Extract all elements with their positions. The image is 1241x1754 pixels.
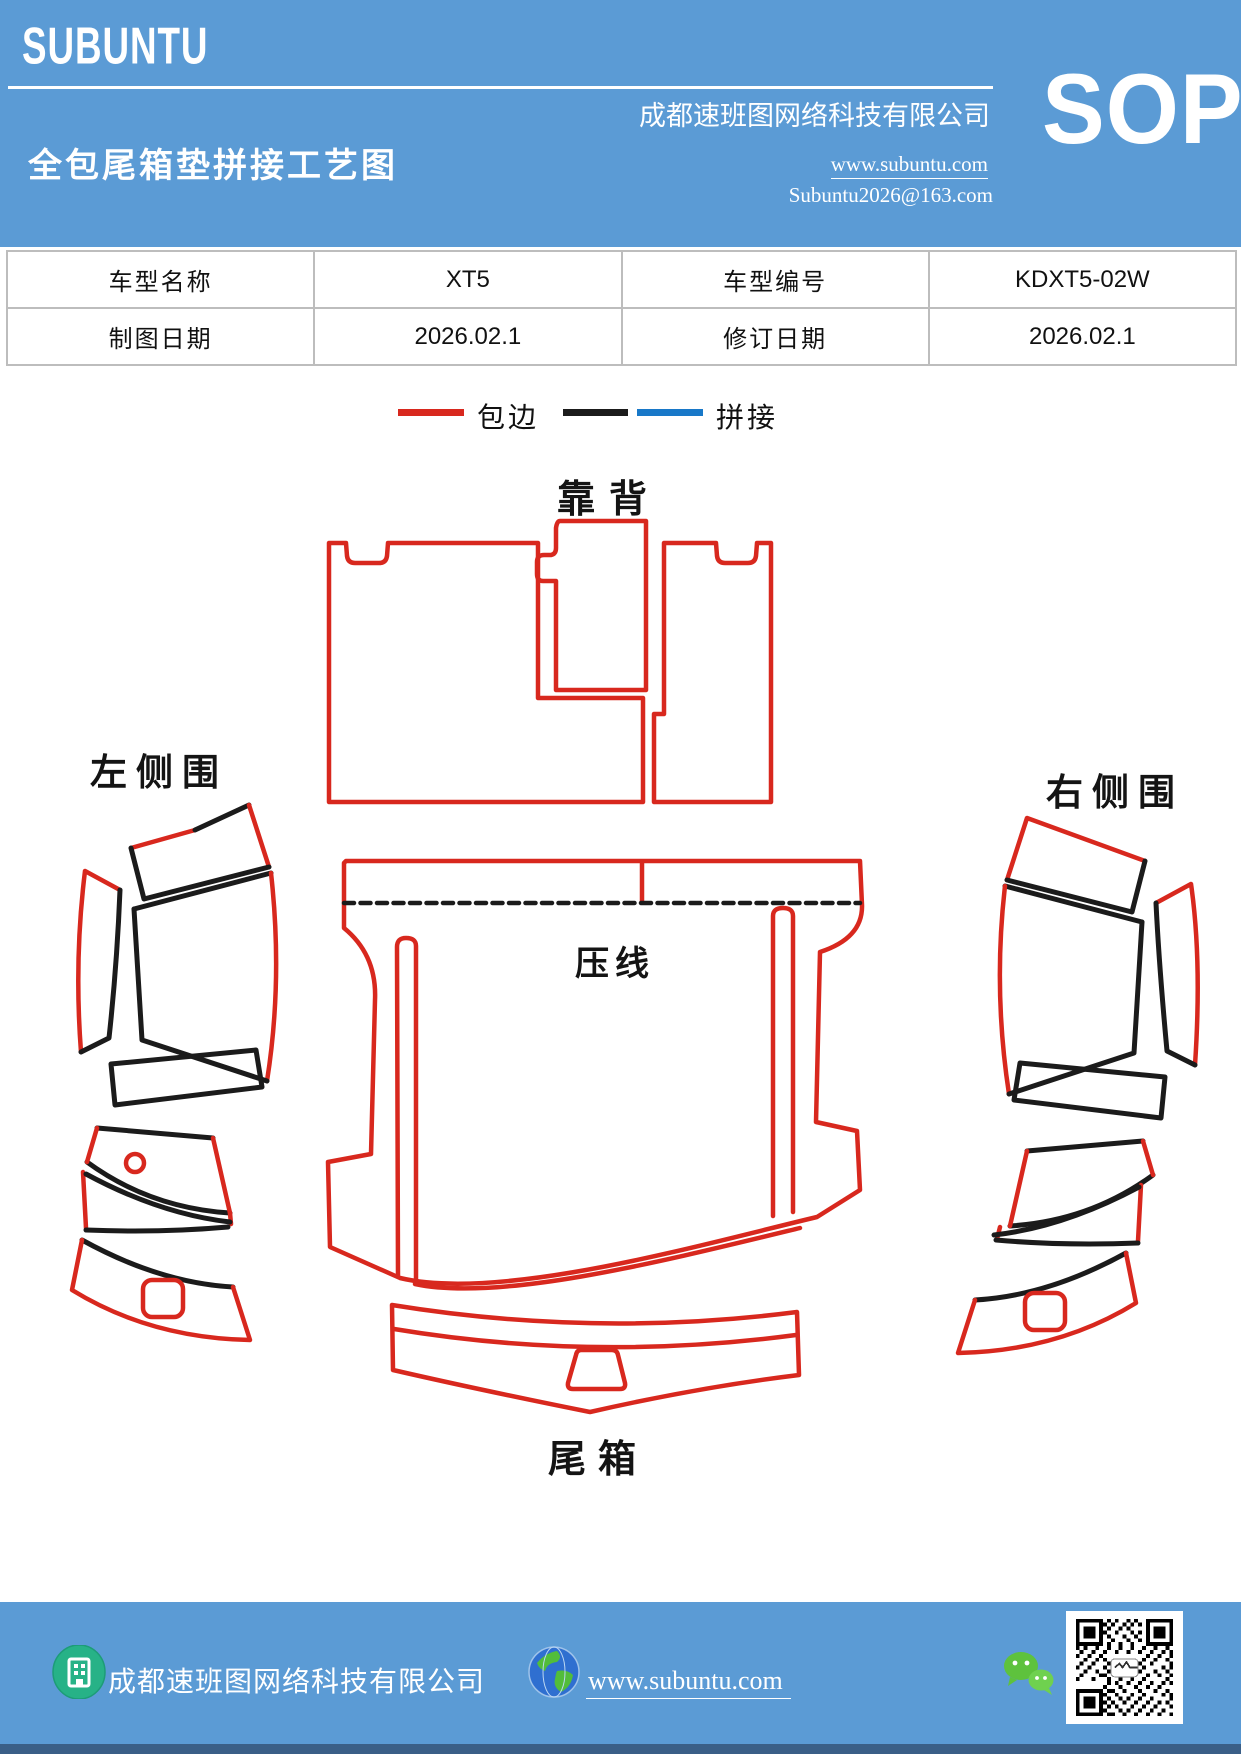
table-value-model-name: XT5: [314, 251, 622, 308]
trunk-floor-bottom-inner-arc: [412, 1225, 803, 1291]
left-p4-parallelogram: [108, 1047, 265, 1108]
right-p5-red-edges: [1007, 1138, 1156, 1229]
left-p2-inner-edges: [78, 887, 123, 1055]
right-p7-square-hole: [1022, 1290, 1068, 1333]
left-p7-top-seam: [79, 1237, 236, 1290]
backrest-right-panel-outline: [651, 540, 774, 805]
header-website-link[interactable]: www.subuntu.com: [830, 152, 988, 179]
left-p5-red-edges: [84, 1125, 233, 1216]
qr-code: [1066, 1611, 1183, 1724]
right-p2-inner-edges: [1153, 900, 1198, 1068]
left-p1-top-edge-red: [128, 827, 198, 851]
footer-website-link[interactable]: www.subuntu.com: [586, 1666, 791, 1699]
right-p4-parallelogram: [1011, 1060, 1168, 1121]
legend-splice-label: 拼接: [716, 403, 779, 434]
label-backrest: 靠背: [557, 479, 662, 521]
right-side-group: [955, 815, 1200, 1356]
tail-piece-group: [389, 1302, 802, 1415]
left-p1-top-edge-black: [192, 802, 252, 833]
left-p3-top-edge: [131, 870, 274, 912]
trunk-floor-left-slot: [394, 935, 419, 1286]
right-p2-outer-edges: [1153, 881, 1200, 1068]
label-left-side: 左侧围: [90, 753, 228, 794]
label-trunk: 尾箱: [548, 1439, 649, 1481]
table-label-model-code: 车型编号: [621, 251, 929, 308]
header-email: Subuntu2026@163.com: [788, 183, 993, 207]
legend-edge-line-swatch: [398, 409, 464, 416]
left-p5-circle-hole: [123, 1151, 147, 1175]
left-p3-right-edge: [264, 870, 279, 1084]
label-press-line: 压线: [575, 946, 655, 983]
right-p1-black-edges: [1004, 858, 1148, 915]
building-icon: [52, 1645, 106, 1699]
right-p3-bottom-right-edges: [1006, 919, 1145, 1097]
right-p3-left-edge: [997, 883, 1012, 1097]
table-value-draw-date: 2026.02.1: [314, 308, 622, 365]
sop-badge: SOP: [1042, 53, 1241, 165]
tail-piece-inner-seam-arc: [391, 1326, 799, 1350]
left-side-group: [69, 802, 279, 1343]
footer-bottom-strip: [0, 1744, 1241, 1754]
right-p3-top-edge: [1002, 883, 1145, 925]
table-value-model-code: KDXT5-02W: [928, 251, 1236, 308]
tail-piece-outline: [389, 1302, 802, 1415]
footer-company-name: 成都速班图网络科技有限公司: [108, 1667, 486, 1698]
wechat-icon: [1004, 1652, 1054, 1695]
table-value-rev-date: 2026.02.1: [928, 308, 1236, 365]
left-p7-square-hole: [140, 1277, 186, 1320]
header-band: SUBUNTU 成都速班图网络科技有限公司 全包尾箱垫拼接工艺图 www.sub…: [0, 0, 1241, 247]
legend-splice-black-swatch: [563, 409, 628, 416]
logo-subuntu: SUBUNTU: [22, 18, 209, 76]
header-company-name: 成都速班图网络科技有限公司: [639, 101, 990, 131]
tail-piece-trapezoid-hole: [565, 1347, 628, 1392]
left-p1-right-edge: [246, 802, 272, 870]
right-p7-red-outline: [955, 1250, 1139, 1356]
table-label-rev-date: 修订日期: [621, 308, 929, 365]
right-p1-red-edges: [1004, 815, 1148, 883]
left-p5-black-edges: [84, 1125, 233, 1216]
right-p7-top-seam: [972, 1250, 1129, 1303]
left-p2-outer-edges: [76, 868, 123, 1055]
left-p7-red-outline: [69, 1237, 253, 1343]
left-p1-bottom-left-edges: [128, 845, 272, 902]
globe-icon: [528, 1646, 580, 1698]
left-p6-black-curves: [83, 1171, 233, 1234]
trunk-floor-right-slot: [770, 905, 796, 1219]
legend-splice-blue-swatch: [637, 409, 703, 416]
page-title: 全包尾箱垫拼接工艺图: [28, 147, 398, 185]
info-table: 车型名称 XT5 车型编号 KDXT5-02W 制图日期 2026.02.1 修…: [6, 250, 1237, 366]
table-label-draw-date: 制图日期: [7, 308, 315, 365]
label-right-side: 右侧围: [1046, 773, 1184, 814]
backrest-group: [326, 518, 774, 805]
trunk-floor-outline: [325, 858, 865, 1286]
right-p6-black-curves: [991, 1184, 1142, 1247]
trunk-floor-group: [325, 858, 865, 1291]
legend-edge-label: 包边: [477, 403, 540, 434]
backrest-center-panel-outline: [534, 518, 649, 693]
table-label-model-name: 车型名称: [7, 251, 315, 308]
backrest-left-panel-outline: [326, 540, 646, 805]
left-p3-bottom-left-edges: [131, 906, 270, 1084]
legend: 包边 拼接: [0, 396, 1241, 434]
header-divider: [8, 86, 993, 89]
